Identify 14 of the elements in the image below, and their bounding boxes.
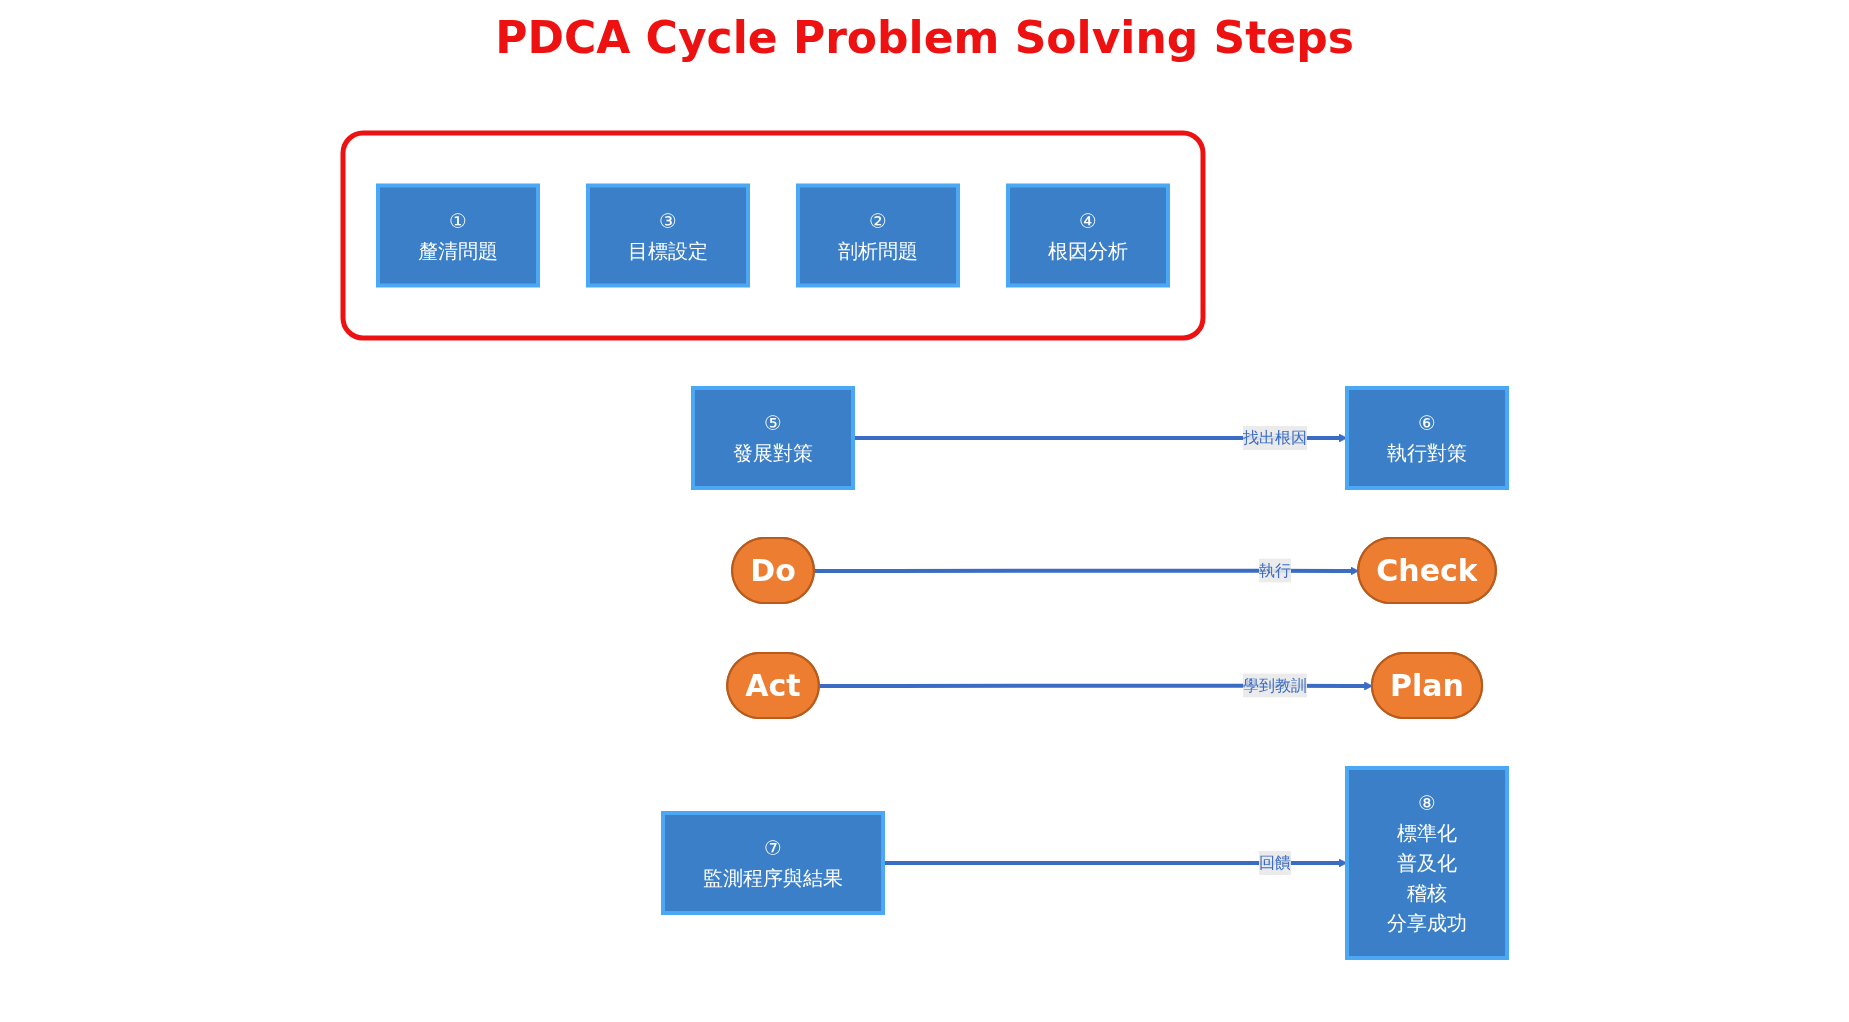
node-box: ⑧ 標準化 普及化 稽核 分享成功: [1344, 765, 1509, 960]
edge-label: 學到教訓: [1242, 675, 1307, 694]
node-box: ② 剖析問題: [795, 183, 960, 287]
edge-label: 回饋: [1258, 852, 1291, 872]
diagram-title: PDCA Cycle Problem Solving Steps: [494, 12, 1355, 63]
node-box: ① 釐清問題: [375, 183, 540, 287]
edge-label: 找出根因: [1242, 427, 1307, 447]
node-box: ⑤ 發展對策: [690, 385, 855, 490]
cluster: [340, 130, 1205, 340]
node-box: ⑥ 執行對策: [1344, 385, 1509, 490]
edge-label: 執行: [1258, 560, 1291, 579]
node-box: ⑦ 監測程序與結果: [660, 810, 885, 915]
node-box: ④ 根因分析: [1005, 183, 1170, 287]
node-box: ③ 目標設定: [585, 183, 750, 287]
